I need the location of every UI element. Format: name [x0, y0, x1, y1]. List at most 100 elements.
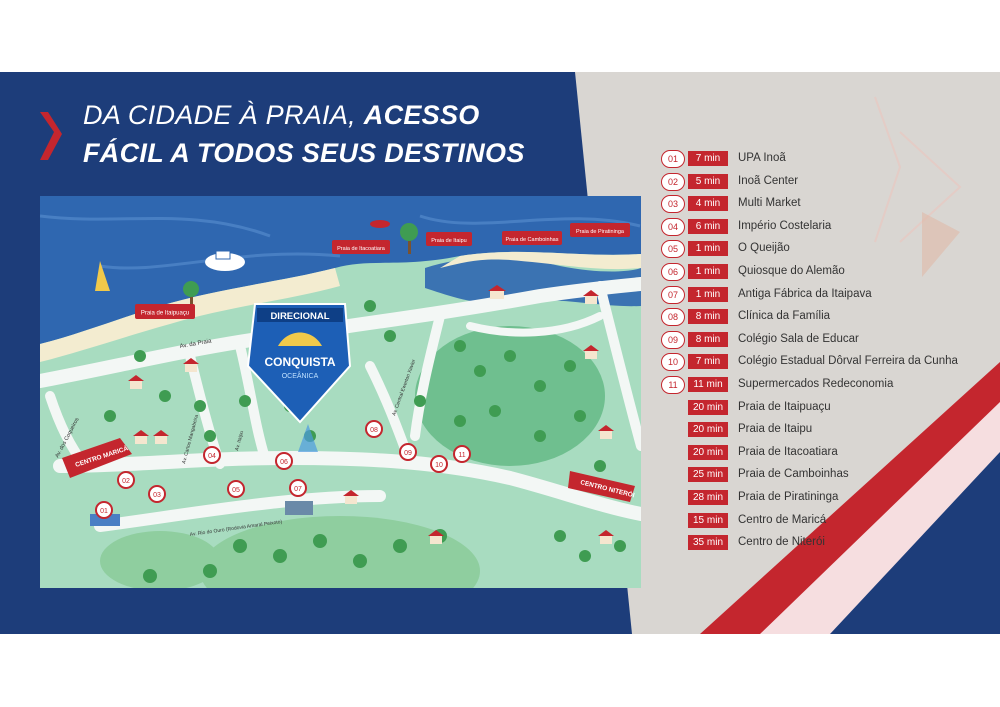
svg-text:Praia de Itaipu: Praia de Itaipu	[431, 238, 466, 244]
map-pin-08: 08	[365, 420, 383, 438]
svg-text:Praia de Camboinhas: Praia de Camboinhas	[506, 237, 559, 243]
headline-bold: ACESSO	[363, 100, 480, 130]
brand-sub: OCEÂNICA	[282, 371, 319, 380]
map-pin-07: 07	[289, 479, 307, 497]
legend-number-badge: 01	[661, 150, 685, 168]
legend-place-name: Inoã Center	[738, 174, 799, 187]
map-pin-10: 10	[430, 455, 448, 473]
svg-text:10: 10	[435, 462, 443, 469]
legend-number-badge: 04	[661, 217, 685, 236]
location-map: Praia de Itaipuaçu Praia de Itacoatiara …	[40, 196, 641, 588]
trees	[104, 300, 626, 583]
svg-text:05: 05	[232, 487, 240, 494]
map-pin-02: 02	[117, 471, 135, 489]
houses	[90, 285, 614, 544]
map-pin-09: 09	[399, 443, 417, 461]
svg-text:04: 04	[208, 453, 216, 460]
legend-number-badge: 07	[661, 285, 685, 304]
legend-number-badge: 05	[661, 240, 685, 259]
headline-bold-line-2: FÁCIL A TODOS SEUS DESTINOS	[83, 138, 525, 168]
legend-place-name: O Queijão	[738, 242, 790, 255]
legend-item: 28 min Praia de Piratininga	[661, 489, 991, 507]
map-pin-03: 03	[148, 485, 166, 503]
svg-text:07: 07	[294, 486, 302, 493]
svg-text:02: 02	[122, 478, 130, 485]
svg-text:08: 08	[370, 427, 378, 434]
legend-time-badge: 1 min	[688, 286, 728, 302]
beach-sign-itaipuacu: Praia de Itaipuaçu	[135, 304, 195, 319]
legend-time-badge: 20 min	[688, 399, 728, 415]
legend-time-badge: 6 min	[688, 218, 728, 234]
legend-number-badge: 09	[661, 330, 685, 349]
headline-line-2: FÁCIL A TODOS SEUS DESTINOS	[83, 138, 525, 169]
street-av-praia: Av. da Praia	[179, 338, 212, 350]
legend-time-badge: 1 min	[688, 241, 728, 257]
legend-time-badge: 28 min	[688, 490, 728, 505]
legend-time-badge: 25 min	[688, 467, 728, 483]
svg-text:01: 01	[100, 508, 108, 515]
legend-number-badge: 11	[661, 376, 685, 394]
legend-time-badge: 1 min	[688, 264, 728, 279]
svg-text:03: 03	[153, 492, 161, 499]
beach-sign-piratininga: Praia de Piratininga	[570, 223, 630, 237]
legend-number-badge: 02	[661, 172, 685, 191]
beach-sign-itacoatiara: Praia de Itacoatiara	[332, 240, 390, 254]
legend-time-badge: 8 min	[688, 309, 728, 325]
legend-time-badge: 11 min	[688, 377, 728, 392]
map-pin-06: 06	[275, 452, 293, 470]
legend-number-badge: 03	[661, 195, 685, 214]
legend-place-name: Centro de Niterói	[738, 536, 825, 549]
legend-time-badge: 7 min	[688, 151, 728, 166]
legend-time-badge: 20 min	[688, 422, 728, 438]
legend-place-name: Supermercados Redeconomia	[738, 378, 894, 390]
brand-main: CONQUISTA	[264, 355, 335, 369]
legend-place-name: Multi Market	[738, 197, 801, 210]
legend-time-badge: 8 min	[688, 331, 728, 347]
sea	[40, 196, 641, 344]
legend-place-name: Império Costelaria	[738, 219, 832, 232]
svg-text:Praia de Itacoatiara: Praia de Itacoatiara	[337, 246, 386, 252]
legend-place-name: UPA Inoã	[738, 152, 786, 164]
map-pin-11: 11	[453, 445, 471, 463]
legend-place-name: Praia de Piratininga	[738, 491, 839, 503]
banner: DA CIDADE À PRAIA, ACESSO FÁCIL A TODOS …	[0, 72, 1000, 634]
beach-sign-itaipu: Praia de Itaipu	[426, 232, 472, 246]
legend-place-name: Antiga Fábrica da Itaipava	[738, 287, 872, 300]
street-itaipu: Av. Itaipu	[234, 430, 245, 451]
map-pin-01: 01	[95, 501, 113, 519]
map-pin-05: 05	[227, 480, 245, 498]
roads	[40, 277, 641, 532]
legend-place-name: Clínica da Família	[738, 310, 831, 323]
legend-number-badge: 06	[661, 263, 685, 281]
legend-time-badge: 7 min	[688, 354, 728, 370]
legend-place-name: Quiosque do Alemão	[738, 265, 845, 277]
legend-time-badge: 5 min	[688, 173, 728, 189]
development-logo: DIRECIONAL CONQUISTA OCEÂNICA	[246, 303, 352, 452]
legend-time-badge: 35 min	[688, 535, 728, 551]
svg-text:Praia de Piratininga: Praia de Piratininga	[576, 229, 625, 235]
brand-top: DIRECIONAL	[270, 311, 329, 322]
legend-number-badge: 10	[661, 353, 685, 372]
legend-place-name: Colégio Estadual Dôrval Ferreira da Cunh…	[738, 355, 958, 368]
legend-time-badge: 15 min	[688, 512, 728, 528]
legend-place-name: Praia de Camboinhas	[738, 468, 849, 481]
svg-text:06: 06	[280, 459, 288, 466]
legend-time-badge: 4 min	[688, 196, 728, 212]
legend-time-badge: 20 min	[688, 444, 728, 460]
beach-sign-camboinhas: Praia de Camboinhas	[502, 231, 562, 245]
headline-line-1: DA CIDADE À PRAIA, ACESSO	[83, 100, 480, 131]
legend-item: 35 min Centro de Niterói	[661, 534, 991, 552]
